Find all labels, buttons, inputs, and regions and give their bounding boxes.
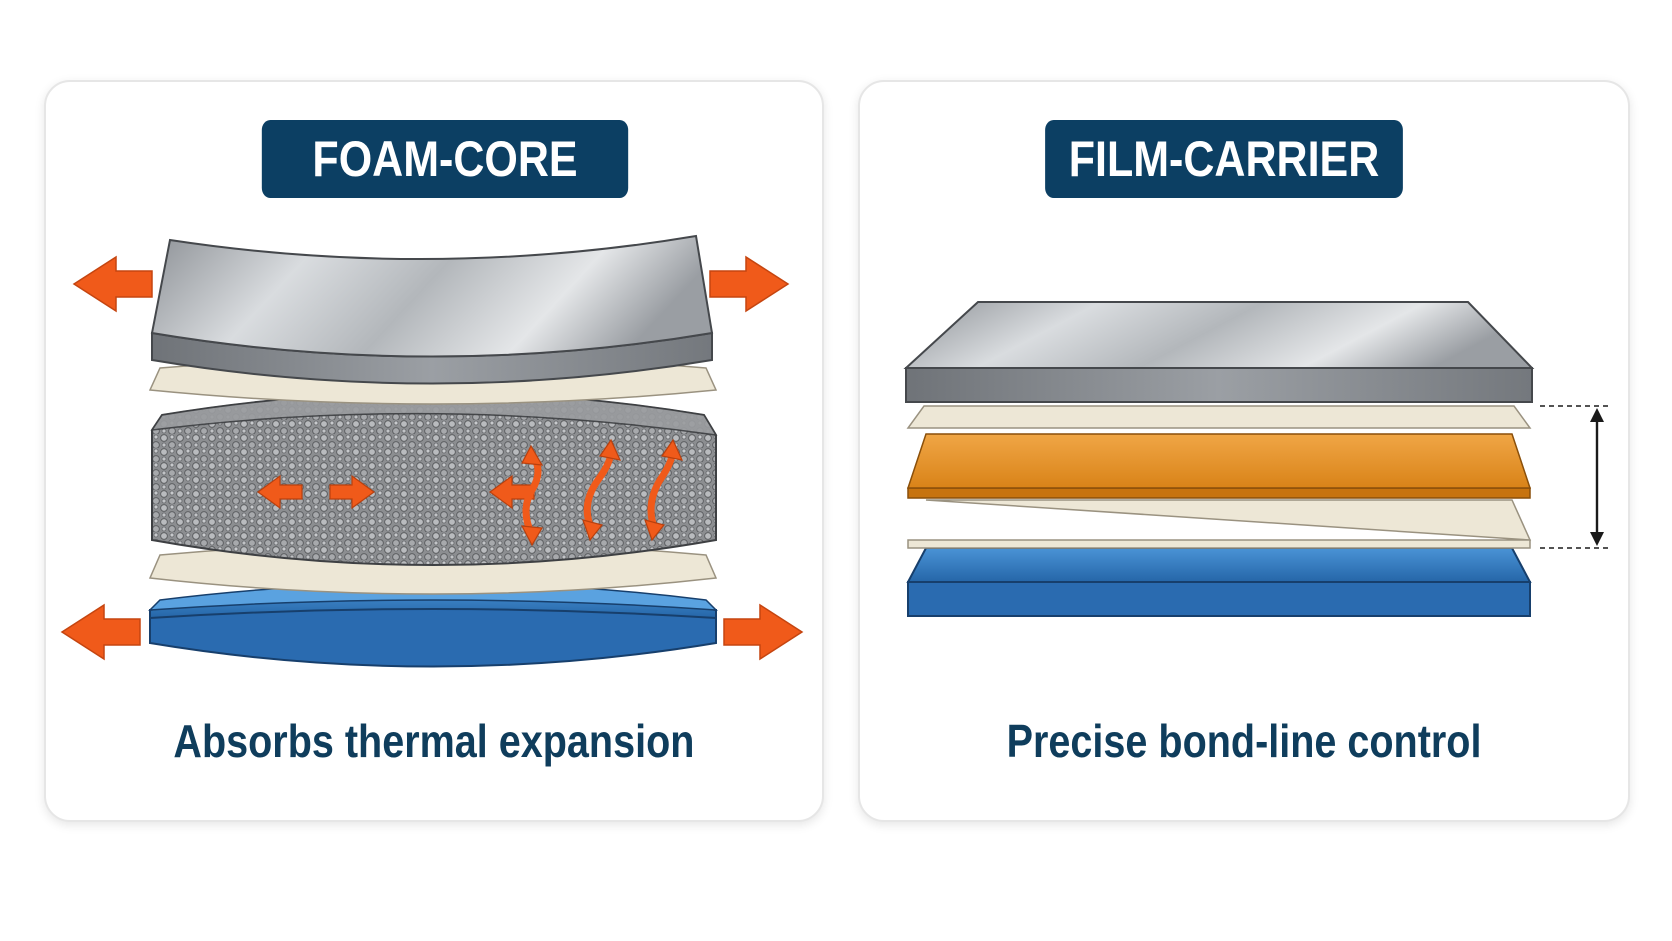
film-carrier-caption: Precise bond-line control [860,714,1628,768]
orange-carrier-layer [906,433,1532,499]
foam-core-caption: Absorbs thermal expansion [46,714,822,768]
wavy-arrow-head [598,438,622,461]
expansion-arrow-bottom-right [723,604,803,660]
expansion-arrow-top-right [709,256,789,312]
film-carrier-caption-text: Precise bond-line control [1006,715,1482,767]
film-carrier-label: FILM-CARRIER [1045,120,1403,198]
top-metal-layer-right [903,301,1535,403]
wavy-arrow-head [660,438,684,461]
wavy-arrow-head [521,444,544,466]
expansion-arrow-top-left [73,256,153,312]
foam-core-layer [150,391,718,566]
film-carrier-stack [903,301,1612,617]
lower-adhesive-layer-right [907,499,1532,549]
foam-core-caption-text: Absorbs thermal expansion [173,715,695,767]
expansion-arrow-bottom-left [61,604,141,660]
blue-substrate-layer [148,582,718,668]
blue-substrate-layer-right [906,547,1532,617]
wavy-arrow-head [582,519,604,542]
top-metal-layer [150,234,714,385]
wavy-arrow-head [520,525,543,547]
foam-core-stack [61,234,803,668]
bond-line-dimension [1540,405,1612,549]
foam-core-label: FOAM-CORE [261,120,629,198]
upper-adhesive-layer-right [906,405,1532,429]
wavy-arrow-head [644,519,666,542]
